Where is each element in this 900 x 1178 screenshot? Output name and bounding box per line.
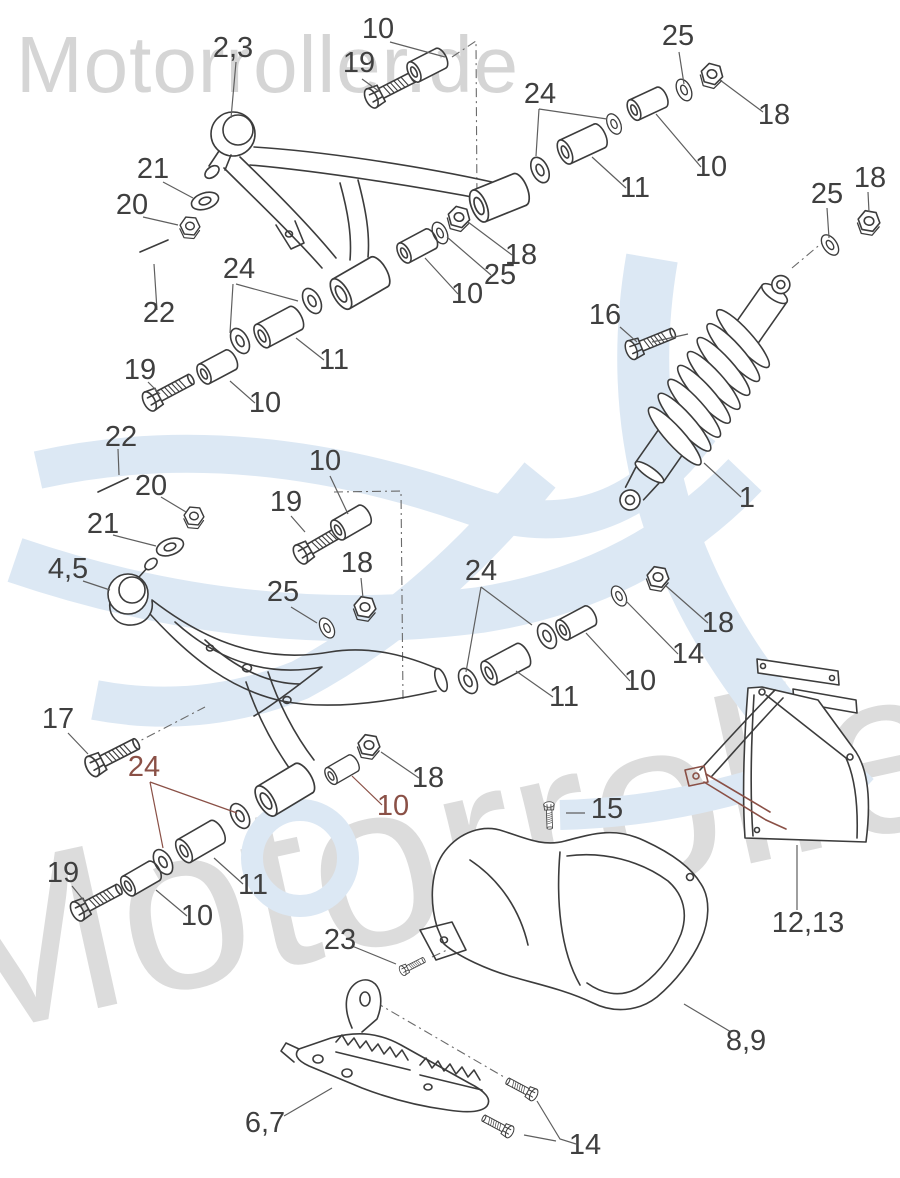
- bushing-11-c: [476, 640, 535, 689]
- ball-joint-upper: [204, 111, 256, 180]
- part-label-11: 11: [620, 172, 650, 204]
- part-label-11: 11: [238, 869, 268, 901]
- part-label-14: 14: [569, 1129, 601, 1161]
- washer-25-d: [817, 231, 843, 259]
- bushing-11-b: [249, 303, 308, 352]
- upper-control-arm: [204, 111, 493, 269]
- part-label-24: 24: [223, 253, 255, 285]
- part-label-18: 18: [505, 239, 537, 271]
- footrest: [280, 979, 490, 1113]
- leader-lines: [67, 41, 870, 1145]
- part-label-11: 11: [319, 344, 349, 376]
- part-label-11: 11: [549, 681, 579, 713]
- part-label-10: 10: [377, 790, 409, 822]
- part-label-23: 23: [324, 924, 356, 956]
- bolt-14-a: [503, 1074, 541, 1103]
- part-label-25: 25: [484, 259, 516, 291]
- washer-21-a: [188, 188, 222, 214]
- part-label-16: 16: [589, 299, 621, 331]
- washer-21-b: [153, 533, 187, 561]
- lower-control-arm: [107, 557, 449, 773]
- bushing-11-a: [553, 120, 612, 168]
- nut-18-d: [855, 208, 883, 238]
- part-label-20: 20: [116, 189, 148, 221]
- part-label-18: 18: [341, 547, 373, 579]
- nut-18-a: [697, 61, 726, 91]
- part-label-18: 18: [412, 762, 444, 794]
- part-label-24: 24: [465, 555, 497, 587]
- part-label-19: 19: [270, 486, 302, 518]
- part-label-1: 1: [739, 482, 755, 514]
- part-label-10: 10: [309, 445, 341, 477]
- bushing-10-d: [393, 225, 442, 267]
- pin-22-upper: [139, 239, 169, 253]
- part-label-6-7: 6,7: [245, 1107, 285, 1139]
- part-label-10: 10: [249, 387, 281, 419]
- part-label-19: 19: [343, 47, 375, 79]
- part-label-19: 19: [124, 354, 156, 386]
- part-label-21: 21: [137, 153, 169, 185]
- part-label-22: 22: [105, 421, 137, 453]
- part-label-18: 18: [758, 99, 790, 131]
- part-label-21: 21: [87, 508, 119, 540]
- part-label-24: 24: [128, 751, 160, 783]
- washer-24-a2: [602, 110, 626, 138]
- part-label-18: 18: [702, 607, 734, 639]
- part-label-10: 10: [362, 13, 394, 45]
- part-label-24: 24: [524, 78, 556, 110]
- bolt-14-b: [479, 1111, 517, 1140]
- part-label-12-13: 12,13: [772, 907, 845, 939]
- bushing-10-b: [623, 84, 672, 124]
- part-label-25: 25: [267, 576, 299, 608]
- part-label-20: 20: [135, 470, 167, 502]
- part-label-19: 19: [47, 857, 79, 889]
- mud-guard: [684, 658, 870, 843]
- washer-24-b1: [297, 284, 327, 318]
- part-label-10: 10: [695, 151, 727, 183]
- part-label-2-3: 2,3: [213, 32, 253, 64]
- part-label-25: 25: [662, 20, 694, 52]
- mud-guard-bracket: [684, 765, 787, 830]
- part-label-18: 18: [854, 162, 886, 194]
- washer-24-c1: [453, 664, 483, 698]
- part-label-10: 10: [181, 900, 213, 932]
- floor-panel: [419, 827, 709, 1011]
- part-label-14: 14: [672, 638, 704, 670]
- washer-24-a1: [526, 153, 554, 187]
- part-label-25: 25: [811, 178, 843, 210]
- arm-bushing-upper-left: [325, 252, 395, 314]
- bushing-10-c: [193, 346, 242, 388]
- part-label-22: 22: [143, 297, 175, 329]
- part-label-15: 15: [591, 793, 623, 825]
- part-label-10: 10: [451, 278, 483, 310]
- part-label-8-9: 8,9: [726, 1025, 766, 1057]
- part-label-4-5: 4,5: [48, 553, 88, 585]
- part-label-10: 10: [624, 665, 656, 697]
- part-label-17: 17: [42, 703, 74, 735]
- nut-18-b: [444, 204, 473, 234]
- ball-joint-lower: [107, 557, 158, 626]
- shock-absorber: [619, 274, 791, 511]
- nut-20-b: [182, 505, 206, 530]
- pin-22-lower: [97, 477, 129, 493]
- nut-20-a: [178, 215, 202, 240]
